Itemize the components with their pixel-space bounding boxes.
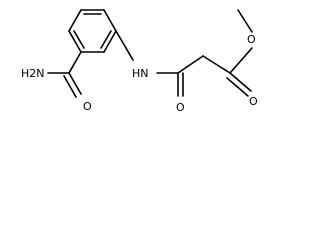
amide-carbonyl-bond-double [63,75,77,98]
bond-ester-carbon-to-o [229,47,253,74]
label-amide-o: O [83,100,92,113]
bond-ch2-to-ester-carbon [202,55,231,74]
label-malonyl-o: O [176,101,185,114]
ring-bond-top-right [103,9,117,32]
bond-carbonyl-to-ch2 [177,55,204,74]
chemical-structure: H2N O HN O O O [21,9,258,114]
benzene-ring [68,9,117,53]
ester-carbonyl-bond-double [226,77,249,97]
bond-ester-o-to-methyl [237,9,253,33]
malonate-chain [115,9,253,97]
label-amide-nh2: H2N [21,67,45,80]
ring-bond-bottom-right [103,30,117,53]
label-anilide-nh: HN [132,67,149,80]
label-ester-o: O [247,33,256,46]
ring-bond-bottom-left [68,30,82,53]
amide-carbonyl-bond [68,72,82,95]
bond-ring-to-amide-carbon [68,51,82,74]
bond-ring-to-nh [115,30,134,61]
ester-carbonyl-bond [229,72,252,92]
carboxamide-group [47,51,82,98]
ring-double-bond-right [100,30,112,49]
ring-double-bond-left [73,30,85,49]
ring-bond-top-left [68,9,82,32]
label-ester-carbonyl-o: O [249,95,258,108]
